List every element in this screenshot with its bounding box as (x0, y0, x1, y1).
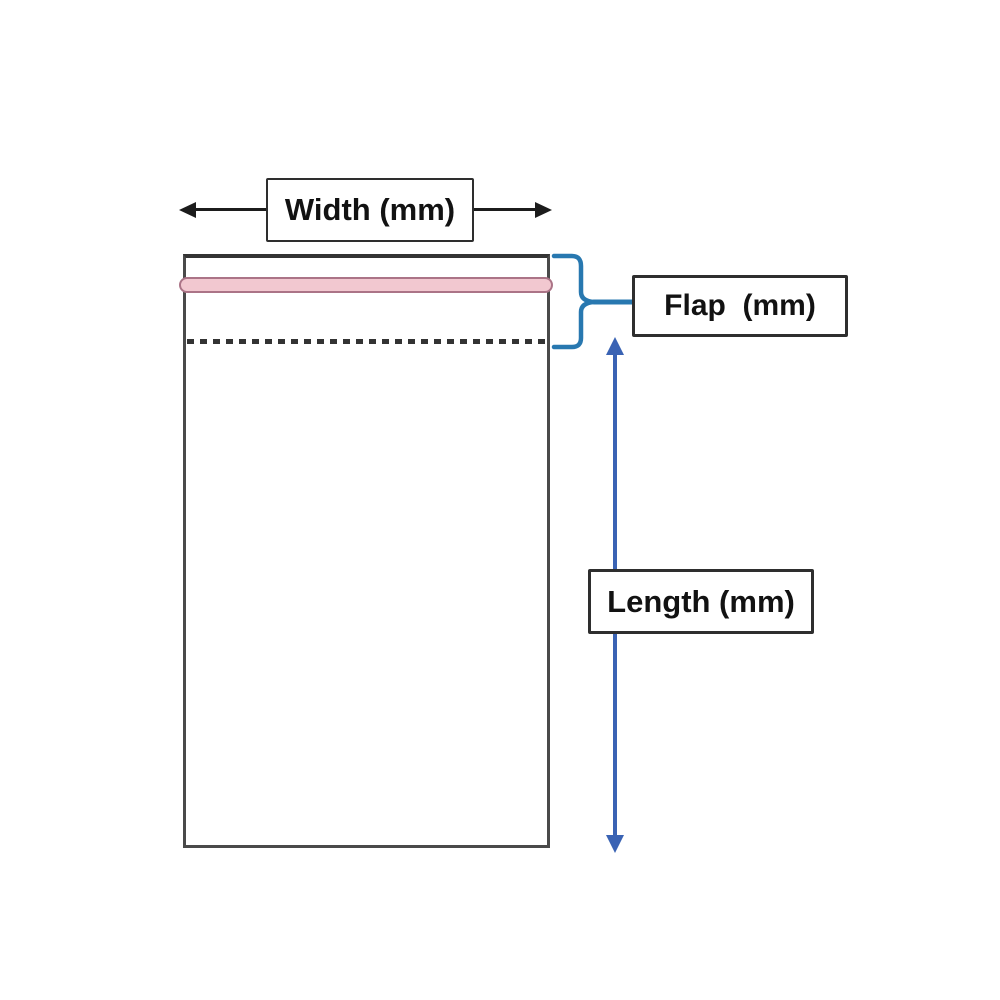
fold-dotted-line (187, 339, 546, 344)
arrow-right-icon (535, 202, 552, 218)
width-label: Width (mm) (284, 192, 456, 227)
curly-brace-icon (551, 253, 637, 350)
arrow-left-icon (179, 202, 196, 218)
arrow-up-icon (606, 337, 624, 355)
length-label-box: Length (mm) (588, 569, 814, 634)
bag-outline (183, 254, 550, 848)
width-label-box: Width (mm) (266, 178, 474, 242)
length-label: Length (mm) (607, 583, 795, 619)
arrow-down-icon (606, 835, 624, 853)
flap-label: Flap (mm) (664, 289, 816, 322)
adhesive-strip (179, 277, 553, 293)
flap-label-box: Flap (mm) (632, 275, 848, 337)
